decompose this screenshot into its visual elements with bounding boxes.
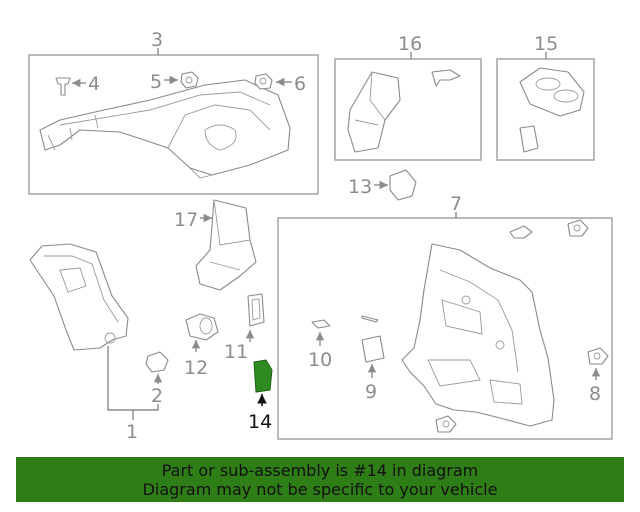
part-7-top-clip[interactable] [509, 225, 533, 239]
callout-1[interactable]: 1 [126, 421, 138, 443]
callout-14[interactable]: 14 [248, 411, 272, 433]
callout-11[interactable]: 11 [224, 341, 248, 363]
callout-5[interactable]: 5 [150, 71, 162, 93]
callout-16[interactable]: 16 [398, 33, 422, 55]
group-3-frame [28, 54, 319, 195]
callout-8[interactable]: 8 [589, 383, 601, 405]
part-10-clip[interactable] [311, 319, 331, 329]
banner-line-1: Part or sub-assembly is #14 in diagram [161, 461, 479, 480]
group-7: 7 8 [277, 193, 613, 440]
parts-diagram: 3 4 5 6 [28, 29, 613, 443]
part-11-gasket[interactable] [247, 293, 265, 327]
part-6-nut[interactable] [254, 73, 273, 90]
group-15: 15 [496, 33, 595, 161]
info-banner: Part or sub-assembly is #14 in diagram D… [16, 457, 624, 502]
group-16-frame [334, 58, 482, 161]
callout-6[interactable]: 6 [294, 73, 306, 95]
part-2-clip[interactable] [145, 351, 169, 373]
part-16-bracket[interactable] [347, 71, 401, 153]
part-15-insert[interactable] [519, 125, 539, 153]
callout-3[interactable]: 3 [151, 29, 163, 51]
callout-7[interactable]: 7 [450, 193, 462, 215]
part-4-clip[interactable] [55, 77, 71, 96]
part-9-pad[interactable] [361, 335, 385, 363]
part-9-strip[interactable] [361, 315, 379, 323]
callout-2[interactable]: 2 [151, 385, 163, 407]
part-7-quarter-panel[interactable] [401, 243, 555, 427]
callout-4[interactable]: 4 [88, 73, 100, 95]
callout-10[interactable]: 10 [308, 349, 332, 371]
group-7-frame [277, 217, 613, 440]
part-5-bolt[interactable] [180, 71, 199, 89]
part-1-trim-panel[interactable] [29, 243, 129, 351]
part-14-highlighted[interactable] [253, 359, 273, 393]
part-16-clip[interactable] [431, 69, 461, 87]
part-7-bottom-bolt[interactable] [435, 415, 457, 433]
part-15-cup-holder[interactable] [519, 67, 585, 117]
part-12-grommet[interactable] [185, 313, 219, 341]
part-13-cap[interactable] [389, 169, 417, 201]
part-7-top-bolt[interactable] [567, 219, 589, 237]
callout-12[interactable]: 12 [184, 357, 208, 379]
callout-17[interactable]: 17 [174, 209, 198, 231]
callout-15[interactable]: 15 [534, 33, 558, 55]
banner-line-2: Diagram may not be specific to your vehi… [142, 480, 498, 499]
callout-13[interactable]: 13 [348, 176, 372, 198]
callout-9[interactable]: 9 [365, 381, 377, 403]
part-17-duct[interactable] [195, 199, 257, 291]
group-16: 16 [334, 33, 482, 161]
group-3: 3 4 5 6 [28, 29, 319, 195]
part-3-console-tray[interactable] [39, 79, 291, 179]
part-8-bolt[interactable] [587, 347, 609, 365]
